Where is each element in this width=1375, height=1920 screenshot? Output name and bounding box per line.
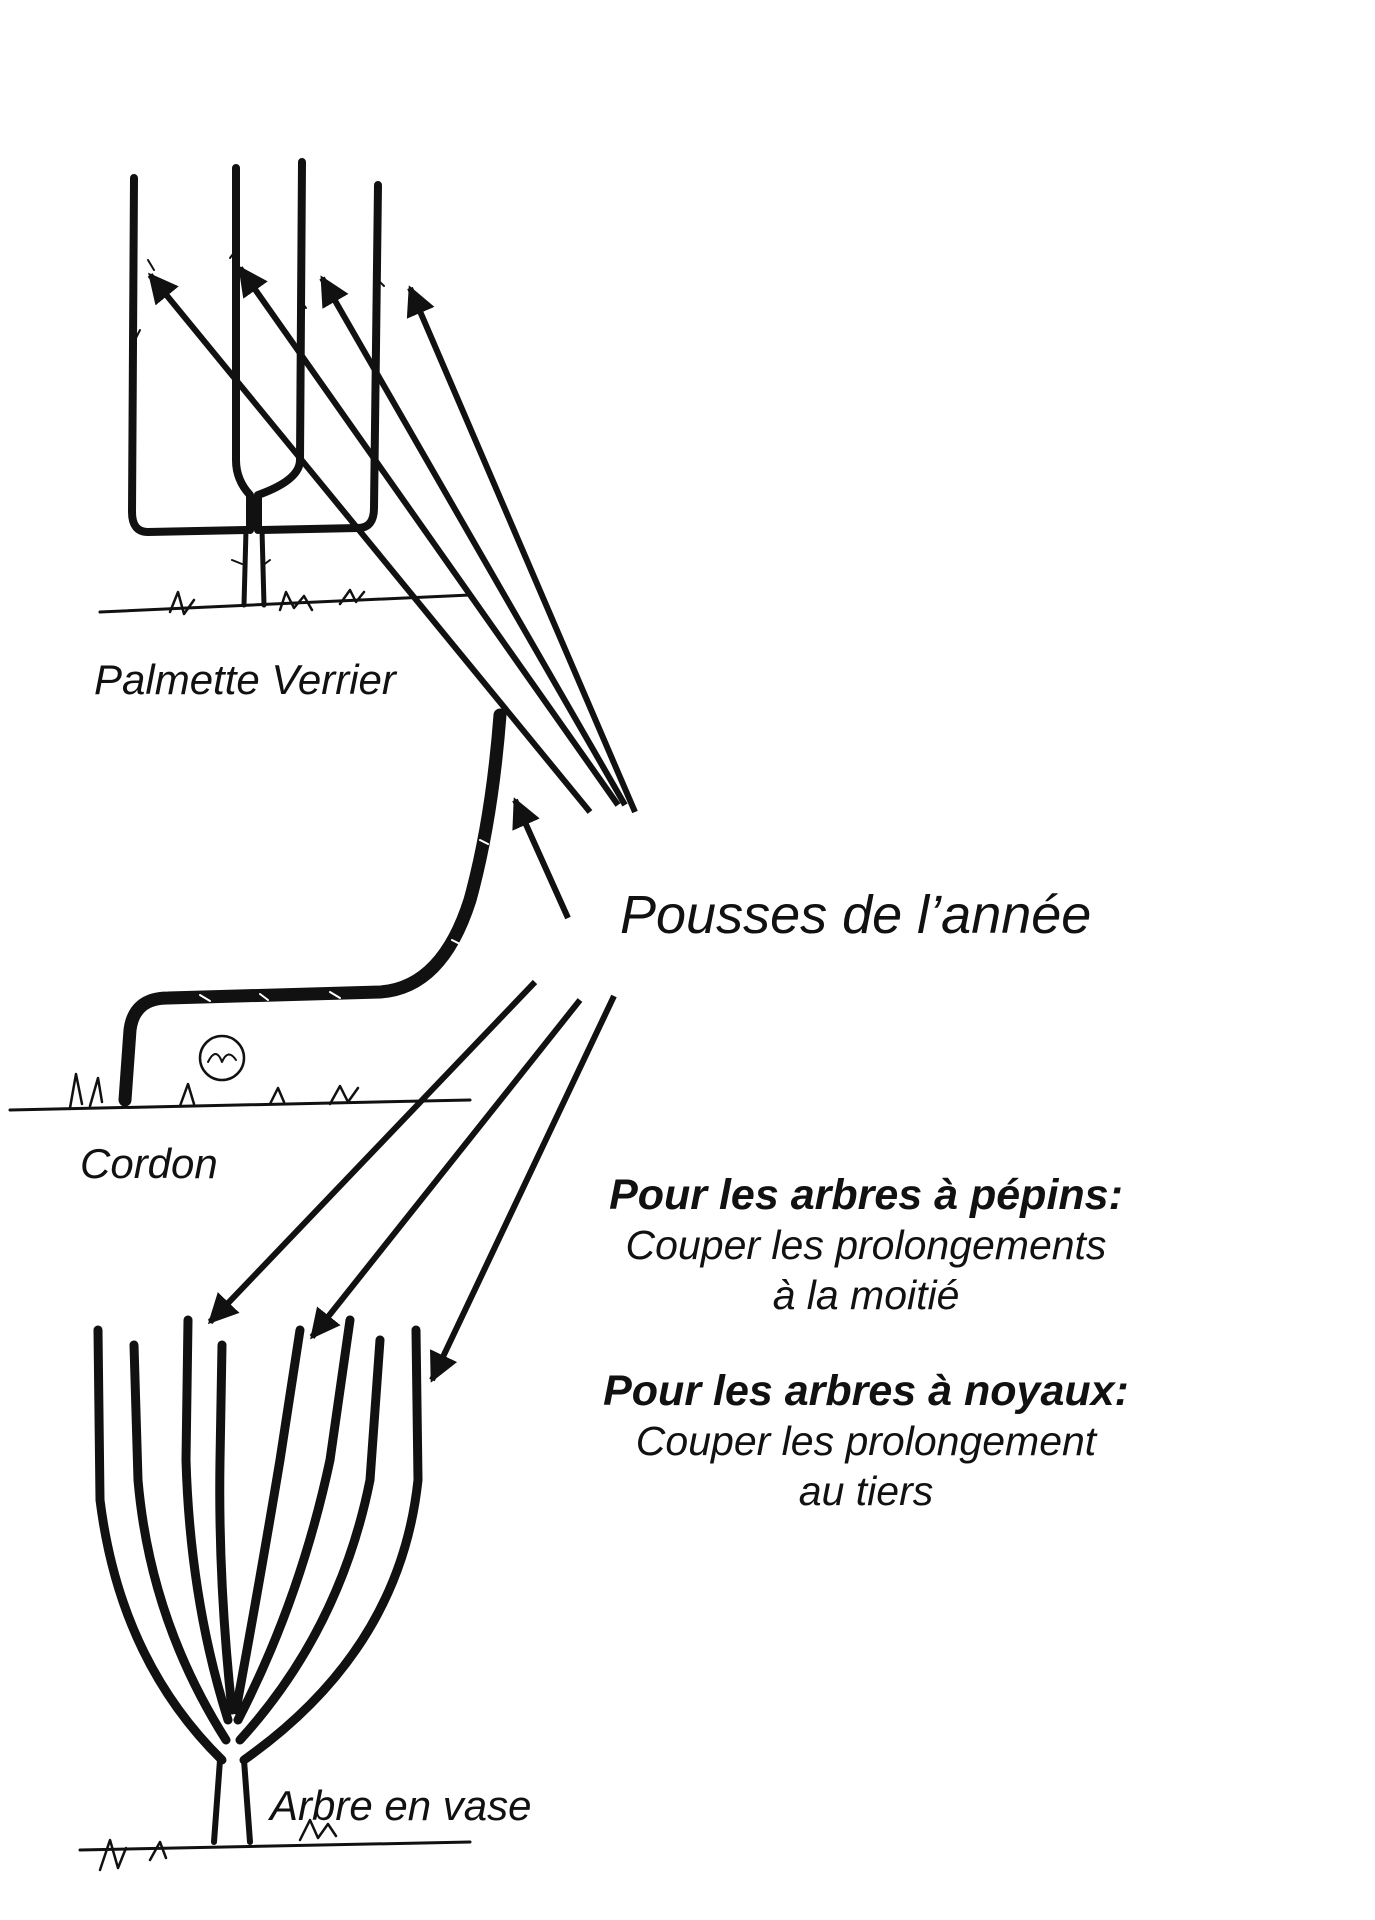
vase-grass (98, 1818, 338, 1872)
palmette-verrier-tree (98, 158, 472, 616)
note-pepins-line-1: Couper les prolongements (625, 1222, 1107, 1268)
label-cordon: Cordon (80, 1140, 218, 1187)
palmette-grass (168, 588, 366, 616)
label-arbre-en-vase: Arbre en vase (270, 1782, 532, 1829)
cordon-ground (8, 1098, 472, 1112)
label-palmette-verrier: Palmette Verrier (94, 656, 396, 703)
note-noyaux-line-2: au tiers (798, 1468, 934, 1514)
vase-branch-8 (239, 1325, 423, 1765)
vase-ground (78, 1840, 472, 1852)
note-pepins-line-2: à la moitié (772, 1272, 960, 1318)
palmette-trunk (241, 527, 267, 608)
arrow-cordon (512, 797, 571, 920)
vase-branch-3 (181, 1315, 233, 1725)
vase-branch-2 (129, 1340, 231, 1745)
cordon-bark-detail (199, 839, 489, 1002)
vase-branch-5 (231, 1325, 305, 1715)
label-pousses-de-lannee: Pousses de l’année (620, 885, 1092, 945)
arrow-vase-2 (309, 998, 583, 1340)
arrow-palmette-1 (147, 272, 593, 814)
cordon-tree (8, 708, 507, 1112)
vase-branch-4 (215, 1340, 237, 1715)
arrow-palmette-2 (237, 265, 621, 807)
shoot-arrows (147, 265, 638, 1383)
cordon-trunk (118, 708, 507, 1107)
palmette-arms (128, 174, 382, 536)
arrow-palmette-4 (406, 285, 638, 814)
arrow-vase-1 (207, 979, 538, 1325)
vase-tree (78, 1315, 472, 1872)
arrow-palmette-3 (319, 275, 628, 807)
palmette-ground (98, 593, 472, 614)
note-pepins-heading: Pour les arbres à pépins: (609, 1171, 1123, 1219)
arrow-vase-3 (429, 994, 617, 1383)
vase-trunk (211, 1757, 253, 1845)
note-noyaux-line-1: Couper les prolongement (635, 1418, 1097, 1464)
cordon-graft-scribble (207, 1053, 237, 1063)
note-noyaux: Pour les arbres à noyaux: Couper les pro… (556, 1366, 1176, 1516)
cordon-grass (68, 1072, 360, 1110)
note-noyaux-heading: Pour les arbres à noyaux: (603, 1367, 1129, 1415)
palmette-bark-detail (135, 249, 385, 567)
vase-branch-7 (235, 1335, 385, 1745)
cordon-graft-mark (198, 1034, 246, 1082)
note-pepins: Pour les arbres à pépins: Couper les pro… (556, 1170, 1176, 1320)
vase-branch-6 (233, 1315, 355, 1725)
vase-branch-1 (93, 1325, 227, 1765)
